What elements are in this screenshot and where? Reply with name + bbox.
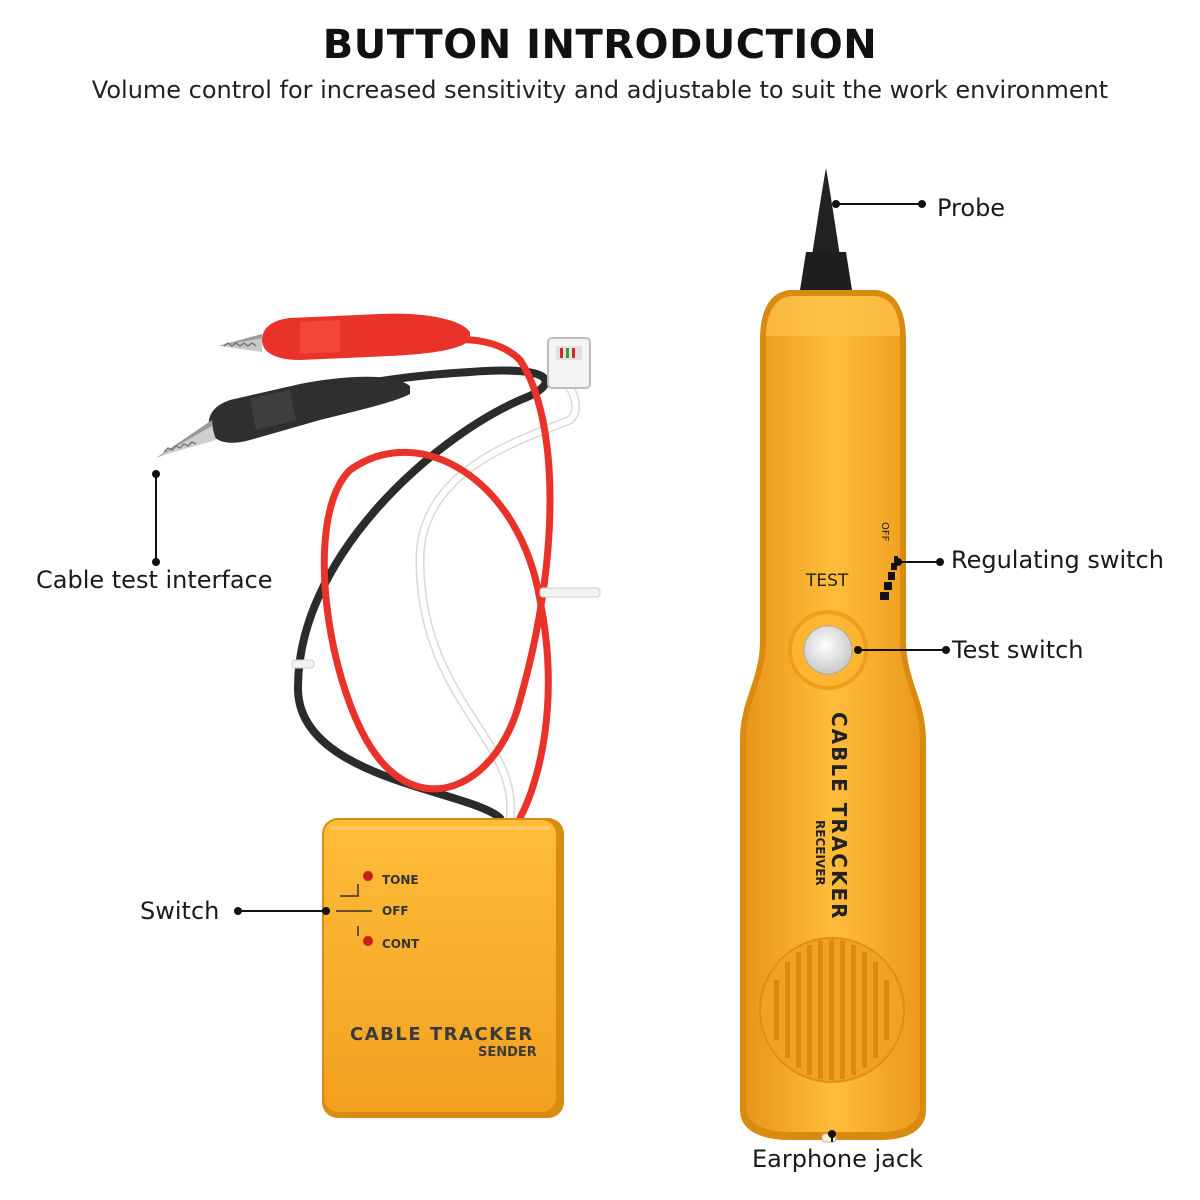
callout-lines — [152, 200, 950, 1142]
speaker-grille — [759, 937, 905, 1083]
switch-label-tone: TONE — [382, 873, 419, 887]
page-subtitle: Volume control for increased sensitivity… — [91, 76, 1109, 104]
cable-tie-2 — [291, 659, 315, 669]
callout-earphone-jack: Earphone jack — [752, 1145, 923, 1173]
callout-cable-test-interface: Cable test interface — [36, 566, 273, 594]
red-alligator-clip — [218, 313, 470, 360]
sender-cables — [293, 335, 581, 823]
regulating-off-label: OFF — [879, 522, 890, 542]
callout-test-switch: Test switch — [952, 636, 1084, 664]
callout-probe: Probe — [937, 194, 1006, 222]
receiver-brand: CABLE TRACKER — [827, 712, 851, 921]
rj11-plug — [547, 337, 591, 389]
probe-tip — [812, 168, 840, 256]
cont-led — [363, 936, 373, 946]
sender-unit: TONE OFF CONT CABLE TRACKER SENDER — [322, 818, 564, 1118]
callout-regulating-switch: Regulating switch — [951, 546, 1164, 574]
page-title: BUTTON INTRODUCTION — [322, 22, 878, 68]
black-alligator-clip — [156, 376, 410, 458]
regulating-switch[interactable] — [880, 556, 898, 600]
switch-label-cont: CONT — [382, 937, 420, 951]
switch-label-off: OFF — [382, 904, 409, 918]
callout-switch: Switch — [140, 897, 220, 925]
sender-brand: CABLE TRACKER — [350, 1024, 534, 1045]
tone-led — [363, 871, 373, 881]
test-label: TEST — [805, 571, 849, 591]
cable-tie — [539, 587, 601, 598]
sender-model: SENDER — [478, 1045, 537, 1060]
test-button[interactable] — [803, 625, 853, 675]
receiver-unit: OFF TEST CABLE TRACKER RECEIVER — [740, 168, 926, 1143]
receiver-model: RECEIVER — [813, 820, 827, 886]
